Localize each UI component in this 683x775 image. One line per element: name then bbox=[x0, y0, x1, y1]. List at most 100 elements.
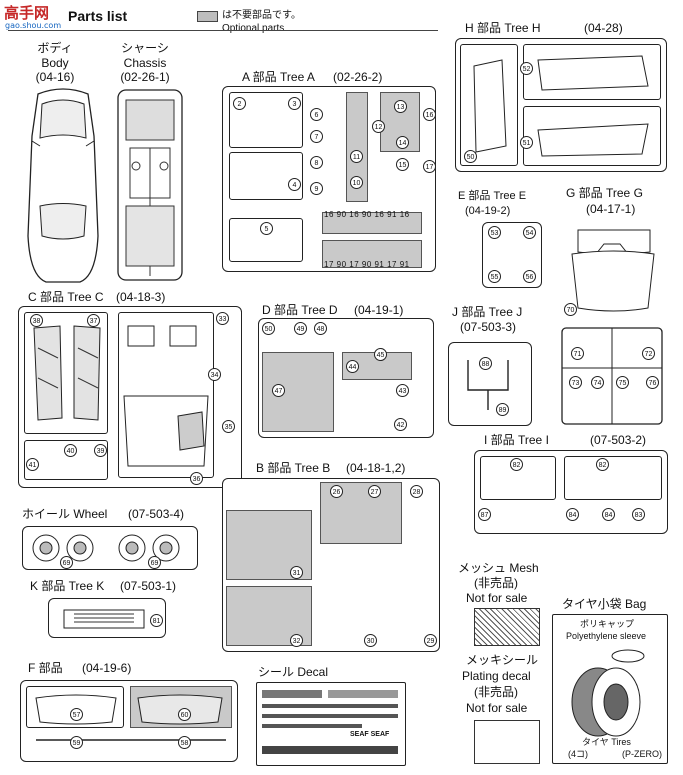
tree-a-row-numbers: 16 90 16 90 16 91 16 bbox=[324, 210, 410, 219]
chassis-label-en: Chassis bbox=[123, 56, 167, 70]
tree-d-label: D 部品 Tree D bbox=[262, 303, 338, 317]
tree-a-row-numbers: 17 90 17 90 91 17 91 bbox=[324, 260, 410, 269]
svg-text:gao.shou.com: gao.shou.com bbox=[5, 21, 61, 30]
tree-i-cell bbox=[564, 456, 662, 500]
optional-parts-swatch bbox=[197, 11, 218, 22]
plating-swatch bbox=[474, 720, 540, 764]
part-number: 39 bbox=[94, 444, 107, 457]
part-number: 40 bbox=[64, 444, 77, 457]
tree-f-label: F 部品 bbox=[28, 661, 63, 675]
part-number: 74 bbox=[591, 376, 604, 389]
chassis-code: (02-26-1) bbox=[120, 70, 170, 84]
body-label-en: Body bbox=[41, 56, 69, 70]
body-label-jp: ボディ bbox=[37, 41, 73, 55]
mesh-not-for-sale: Not for sale bbox=[466, 591, 528, 605]
tree-c-parts bbox=[33, 325, 101, 421]
part-number: 17 bbox=[423, 160, 436, 173]
bag-cap-en: Polyethylene sleeve bbox=[566, 631, 647, 641]
part-number: 44 bbox=[346, 360, 359, 373]
tree-i-code: (07-503-2) bbox=[590, 433, 647, 447]
part-number: 75 bbox=[616, 376, 629, 389]
part-number: 50 bbox=[464, 150, 477, 163]
site-watermark-logo: 高手网 gao.shou.com bbox=[2, 2, 72, 30]
tree-a-cell bbox=[229, 152, 303, 200]
part-number: 27 bbox=[368, 485, 381, 498]
part-number: 16 bbox=[423, 108, 436, 121]
part-number: 42 bbox=[394, 418, 407, 431]
wheel-code: (07-503-4) bbox=[128, 507, 185, 521]
tree-h-label: H 部品 Tree H bbox=[465, 21, 541, 35]
tree-c-code: (04-18-3) bbox=[116, 290, 166, 304]
part-number: 54 bbox=[523, 226, 536, 239]
part-number: 2 bbox=[233, 97, 246, 110]
part-number: 84 bbox=[566, 508, 579, 521]
tree-b-label: B 部品 Tree B bbox=[256, 461, 331, 475]
part-number: 60 bbox=[178, 708, 191, 721]
part-number: 48 bbox=[314, 322, 327, 335]
part-number: 87 bbox=[478, 508, 491, 521]
part-number: 57 bbox=[70, 708, 83, 721]
part-number: 45 bbox=[374, 348, 387, 361]
tree-h-glass-parts bbox=[473, 55, 649, 157]
plating-sub: (非売品) bbox=[474, 685, 518, 699]
part-number: 11 bbox=[350, 150, 363, 163]
part-number: 33 bbox=[216, 312, 229, 325]
wheel-label: ホイール Wheel bbox=[22, 507, 108, 521]
part-number: 34 bbox=[208, 368, 221, 381]
legend-text-jp: は不要部品です。 bbox=[222, 10, 301, 21]
part-number: 55 bbox=[488, 270, 501, 283]
tree-e-label: E 部品 Tree E bbox=[458, 190, 527, 202]
tree-a-optional-block bbox=[322, 240, 422, 268]
part-number: 76 bbox=[646, 376, 659, 389]
part-number: 71 bbox=[571, 347, 584, 360]
part-number: 13 bbox=[394, 100, 407, 113]
part-number: 51 bbox=[520, 136, 533, 149]
tree-a-label: A 部品 Tree A bbox=[242, 70, 315, 84]
tree-g-label: G 部品 Tree G bbox=[566, 186, 643, 200]
part-number: 88 bbox=[479, 357, 492, 370]
tree-g-code: (04-17-1) bbox=[586, 202, 636, 216]
tree-j-label: J 部品 Tree J bbox=[452, 305, 523, 319]
tree-b-code: (04-18-1,2) bbox=[346, 461, 406, 475]
part-number: 28 bbox=[410, 485, 423, 498]
plating-label-en: Plating decal bbox=[462, 669, 531, 683]
bag-label: タイヤ小袋 Bag bbox=[562, 597, 647, 611]
part-number: 69 bbox=[148, 556, 161, 569]
divider bbox=[8, 30, 438, 31]
tree-k-label: K 部品 Tree K bbox=[30, 579, 105, 593]
tire-drawing bbox=[571, 649, 645, 737]
page-title: Parts list bbox=[68, 8, 128, 24]
svg-text:高手网: 高手网 bbox=[4, 4, 49, 22]
mesh-swatch bbox=[474, 608, 540, 646]
part-number: 10 bbox=[350, 176, 363, 189]
tree-g-parts bbox=[561, 229, 663, 425]
body-drawing bbox=[27, 88, 99, 283]
tree-k-code: (07-503-1) bbox=[120, 579, 177, 593]
bag-tire-label: タイヤ Tires bbox=[582, 737, 631, 747]
plating-not-for-sale: Not for sale bbox=[466, 701, 528, 715]
part-number: 58 bbox=[178, 736, 191, 749]
part-number: 50 bbox=[262, 322, 275, 335]
part-number: 4 bbox=[288, 178, 301, 191]
bag-tire-qty: (4コ) bbox=[568, 749, 588, 759]
bag-cap-jp: ポリキャップ bbox=[580, 619, 635, 629]
part-number: 5 bbox=[260, 222, 273, 235]
part-number: 83 bbox=[632, 508, 645, 521]
mesh-label: メッシュ Mesh bbox=[458, 561, 539, 575]
part-number: 81 bbox=[150, 614, 163, 627]
part-number: 3 bbox=[288, 97, 301, 110]
tree-j-code: (07-503-3) bbox=[460, 320, 517, 334]
tree-a-optional-block bbox=[322, 212, 422, 234]
mesh-sub: (非売品) bbox=[474, 576, 518, 590]
tree-f-code: (04-19-6) bbox=[82, 661, 132, 675]
decal-label: シール Decal bbox=[258, 665, 329, 679]
tree-d-optional-block bbox=[262, 352, 334, 432]
decal-text: SEAF SEAF bbox=[350, 731, 390, 738]
part-number: 8 bbox=[310, 156, 323, 169]
tree-c-floor-part bbox=[123, 325, 209, 467]
part-number: 35 bbox=[222, 420, 235, 433]
part-number: 15 bbox=[396, 158, 409, 171]
part-number: 89 bbox=[496, 403, 509, 416]
part-number: 69 bbox=[60, 556, 73, 569]
part-number: 59 bbox=[70, 736, 83, 749]
